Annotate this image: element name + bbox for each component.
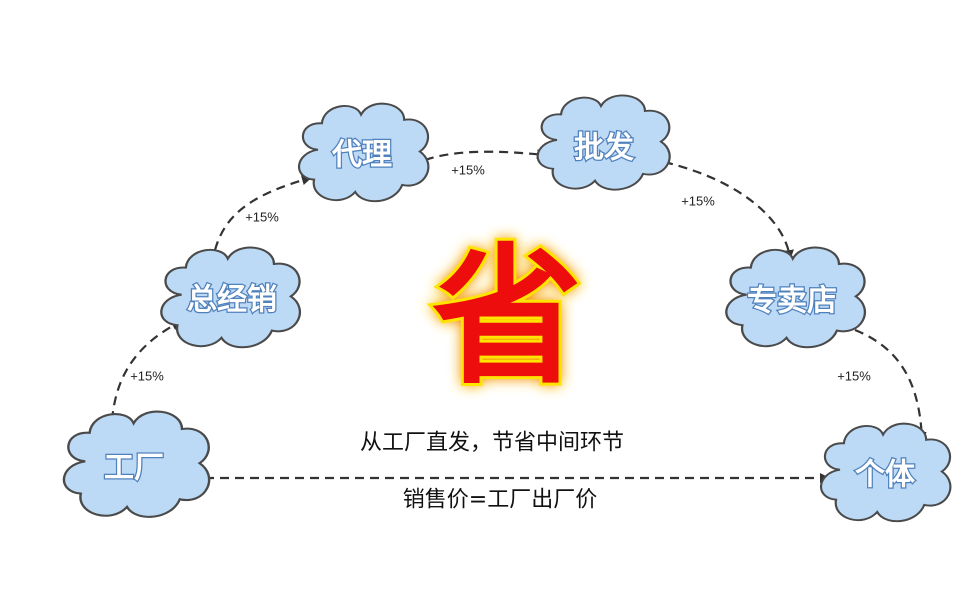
node-label-specialty-store: 专卖店 bbox=[747, 284, 837, 319]
node-label-wholesale: 批发 bbox=[574, 131, 634, 166]
connector-wholesale-to-specialty-store bbox=[663, 160, 794, 260]
markup-general-distributor-to-agent: +15% bbox=[245, 210, 279, 225]
connector-general-distributor-to-agent bbox=[213, 175, 312, 251]
node-label-factory: 工厂 bbox=[104, 451, 164, 486]
caption-sale-price: 销售价=工厂出厂价 bbox=[403, 488, 597, 513]
connector-agent-to-wholesale bbox=[424, 149, 547, 162]
connector-factory-to-general-distributor bbox=[110, 321, 182, 421]
node-label-general-distributor: 总经销 bbox=[187, 283, 277, 318]
connector-specialty-store-to-individual bbox=[854, 328, 927, 442]
markup-wholesale-to-specialty-store: +15% bbox=[681, 194, 715, 209]
node-label-individual: 个体 bbox=[855, 458, 916, 493]
node-label-agent: 代理 bbox=[331, 138, 392, 173]
center-save-character: 省 bbox=[432, 231, 582, 405]
markup-specialty-store-to-individual: +15% bbox=[837, 369, 871, 384]
markup-factory-to-general-distributor: +15% bbox=[130, 369, 164, 384]
markup-agent-to-wholesale: +15% bbox=[451, 163, 485, 178]
caption-direct-shipping: 从工厂直发，节省中间环节 bbox=[360, 431, 624, 456]
